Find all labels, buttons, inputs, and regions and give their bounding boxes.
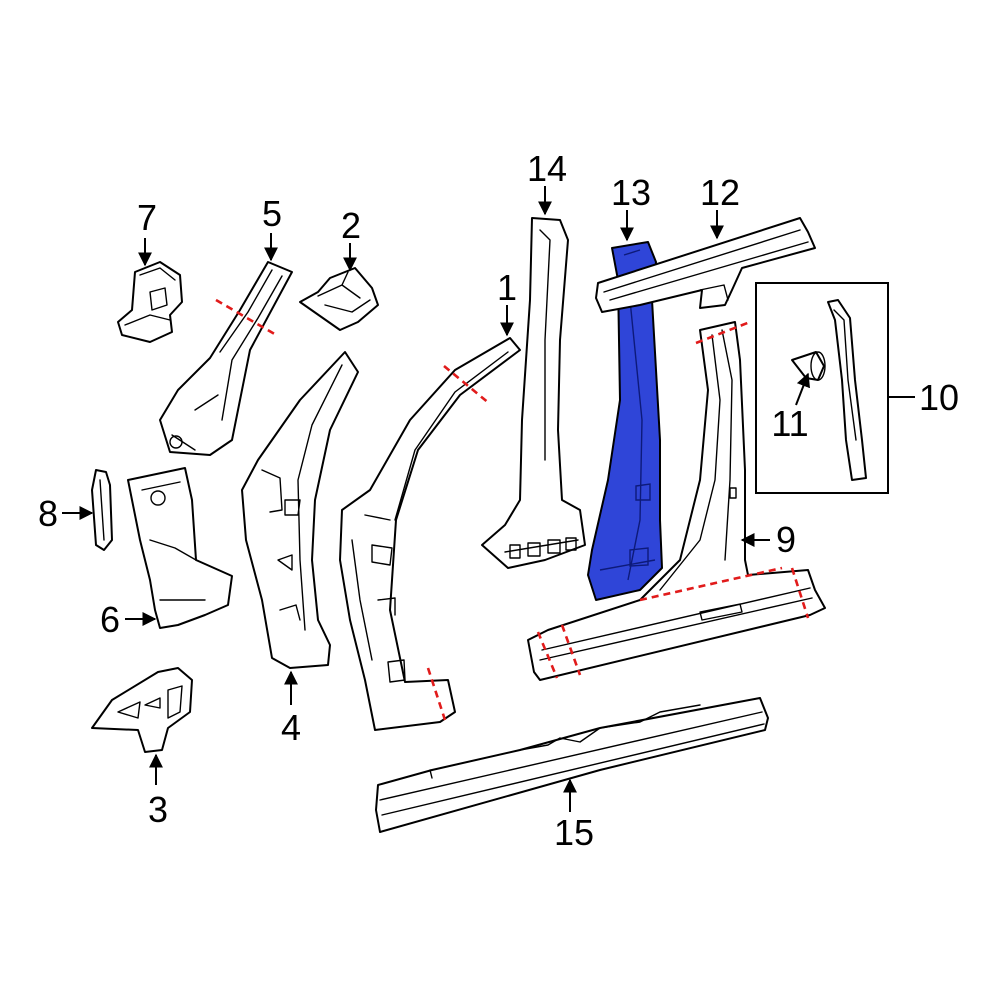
cut-line <box>426 667 447 721</box>
callout-11: 11 <box>771 403 808 444</box>
callout-4: 4 <box>281 707 301 748</box>
callout-15: 15 <box>554 812 594 853</box>
callout-8: 8 <box>38 493 58 534</box>
callout-2: 2 <box>341 205 361 246</box>
callout-5: 5 <box>262 193 282 234</box>
part-15-rocker-panel[interactable] <box>375 697 769 833</box>
cut-line <box>695 320 751 345</box>
part-3-bracket[interactable] <box>91 667 193 753</box>
callout-6: 6 <box>100 599 120 640</box>
callout-12: 12 <box>700 172 740 213</box>
part-9-body-side-inner[interactable] <box>527 321 826 681</box>
part-2-bracket[interactable] <box>299 267 379 331</box>
callout-13: 13 <box>611 172 651 213</box>
part-7-bracket[interactable] <box>117 261 183 343</box>
callout-9: 9 <box>776 519 796 560</box>
part-12-roof-rail[interactable] <box>595 217 816 313</box>
cut-line <box>443 364 491 406</box>
cut-lines <box>215 298 810 721</box>
inset-box <box>755 282 889 494</box>
callout-14: 14 <box>527 148 567 189</box>
leader-lines <box>62 186 915 812</box>
callout-1: 1 <box>497 267 517 308</box>
cut-line <box>639 566 783 602</box>
part-14-b-pillar-reinforcement[interactable] <box>481 217 586 569</box>
part-11-plug[interactable] <box>791 351 826 381</box>
part-8-plate[interactable] <box>91 469 113 551</box>
callout-10: 10 <box>919 377 959 418</box>
cut-line <box>560 624 582 676</box>
part-4-a-pillar-inner[interactable] <box>241 351 359 669</box>
callout-7: 7 <box>137 197 157 238</box>
part-10-weatherstrip-strip[interactable] <box>827 299 867 481</box>
cut-line <box>536 631 559 679</box>
callout-3: 3 <box>148 789 168 830</box>
part-1-front-pillar[interactable] <box>339 337 521 731</box>
callout-labels: 7 5 2 1 14 13 12 8 6 3 4 15 9 10 11 <box>38 148 959 853</box>
part-5-pillar-reinforcement[interactable] <box>159 261 293 456</box>
part-6-lower-panel[interactable] <box>127 467 233 629</box>
cut-line <box>790 567 810 619</box>
